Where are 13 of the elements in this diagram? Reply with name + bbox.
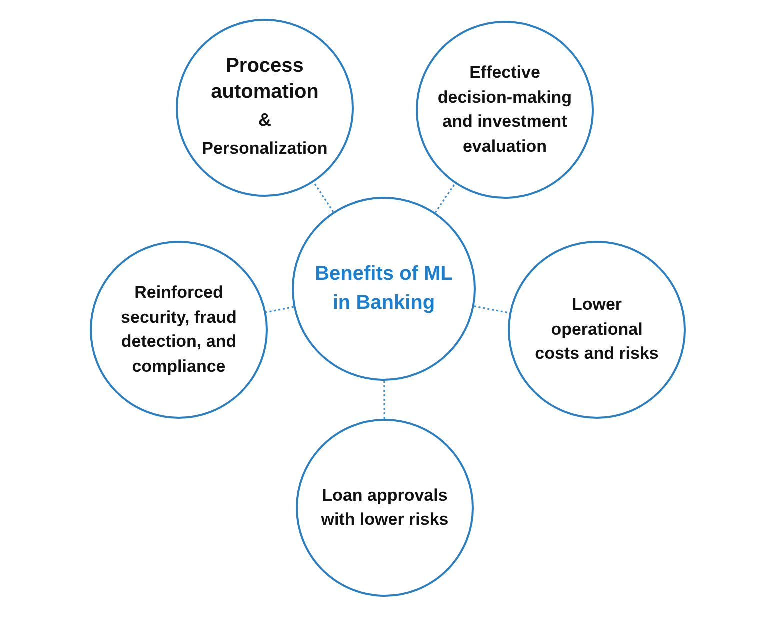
dotted-connector bbox=[434, 183, 456, 214]
dotted-connector bbox=[474, 306, 510, 314]
central-title: Benefits of ML in Banking bbox=[314, 262, 454, 316]
benefit-text: Reinforced security, fraud detection, and compliance bbox=[120, 282, 238, 378]
dotted-connector bbox=[313, 182, 334, 213]
benefit-text: Lower operational costs and risks bbox=[534, 294, 660, 366]
benefit-text: Loan approvals with lower risks bbox=[320, 484, 450, 531]
benefit-text: & bbox=[258, 109, 272, 132]
dotted-connector bbox=[266, 306, 294, 314]
benefit-text: Personalization bbox=[202, 138, 328, 160]
dotted-connector bbox=[384, 381, 386, 419]
benefit-text: Effective decision-making and investment evaluation bbox=[436, 62, 574, 158]
benefit-text: Process automation bbox=[210, 54, 320, 105]
